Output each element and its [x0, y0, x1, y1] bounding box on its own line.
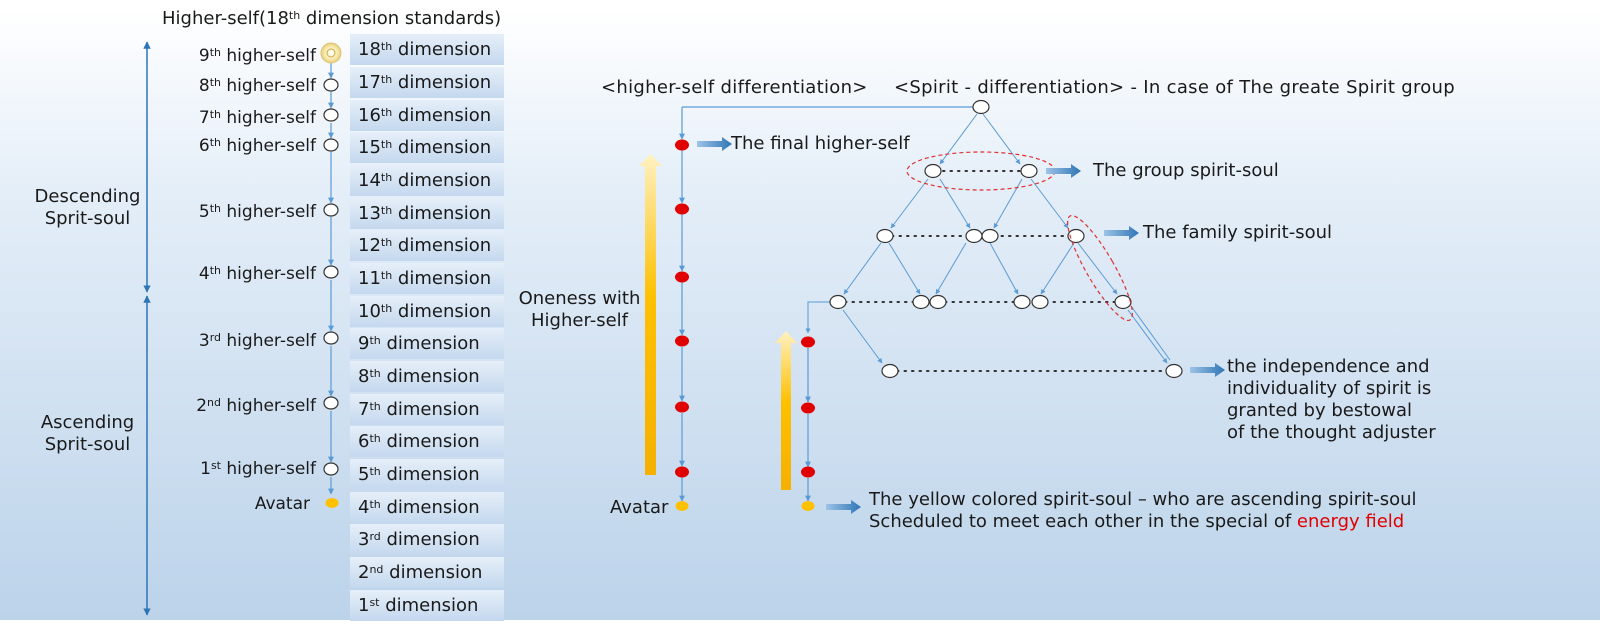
avatar-node-right — [801, 501, 815, 511]
dotted-connectors — [844, 170, 1169, 372]
higher-self-node — [323, 331, 339, 345]
red-node — [675, 203, 689, 215]
family-arrow-icon — [1104, 226, 1139, 240]
family-node — [981, 228, 999, 244]
oneness-arrow-icon — [639, 154, 662, 475]
final-higher-self-label: The final higher-self — [731, 133, 910, 154]
higher-self-node — [323, 108, 339, 122]
higher-self-node — [323, 78, 339, 92]
dimension-row: 7th dimension — [350, 394, 504, 425]
higher-self-node — [323, 396, 339, 410]
individual-node — [881, 363, 899, 379]
dimension-row: 17th dimension — [350, 67, 504, 98]
red-node — [675, 401, 689, 413]
higher-self-label-2: 2nd higher-self — [196, 396, 316, 416]
higher-self-label-6: 6th higher-self — [198, 136, 316, 156]
great-spirit-node — [972, 99, 990, 115]
red-node — [801, 336, 815, 348]
soul-node — [929, 294, 947, 310]
dimension-row: 4th dimension — [350, 492, 504, 523]
soul-node — [1031, 294, 1049, 310]
group-spirit-soul-label: The group spirit-soul — [1093, 160, 1279, 181]
dimension-row: 15th dimension — [350, 132, 504, 163]
dimension-row: 3rd dimension — [350, 524, 504, 555]
spirit-differentiation-title: <Spirit - differentiation> - In case of … — [894, 77, 1455, 98]
sun-node-icon — [320, 42, 342, 64]
dimension-row: 11th dimension — [350, 263, 504, 294]
higher-self-node — [323, 203, 339, 217]
soul-node — [829, 294, 847, 310]
higher-self-node — [323, 138, 339, 152]
group-node — [1020, 163, 1038, 179]
higher-self-label-3: 3rd higher-self — [198, 331, 316, 351]
red-node — [675, 335, 689, 347]
dimension-row: 12th dimension — [350, 230, 504, 261]
yellow-spirit-soul-text: The yellow colored spirit-soul – who are… — [869, 489, 1417, 532]
higher-self-label-9: 9th higher-self — [198, 46, 316, 66]
avatar-label-left: Avatar — [254, 494, 310, 514]
higher-self-node — [323, 265, 339, 279]
group-arrow-icon — [1046, 164, 1081, 178]
yellow-soul-arrow-icon — [826, 500, 861, 514]
soul-node — [912, 294, 930, 310]
avatar-node-middle — [675, 501, 689, 511]
red-node — [675, 139, 689, 151]
avatar-node-left — [325, 498, 339, 508]
dimension-row: 14th dimension — [350, 165, 504, 196]
dimension-row: 2nd dimension — [350, 557, 504, 588]
dimension-row: 1st dimension — [350, 590, 504, 621]
higher-self-differentiation-title: <higher-self differentiation> — [601, 77, 868, 98]
soul-node — [1013, 294, 1031, 310]
red-node — [801, 402, 815, 414]
family-node — [965, 228, 983, 244]
dimension-row: 5th dimension — [350, 459, 504, 490]
higher-self-label-8: 8th higher-self — [198, 76, 316, 96]
small-ascending-arrow-icon — [775, 331, 797, 490]
higher-self-label-7: 7th higher-self — [198, 108, 316, 128]
higher-self-label-1: 1st higher-self — [200, 459, 316, 479]
dimension-row: 6th dimension — [350, 426, 504, 457]
family-highlight-ellipse — [1067, 214, 1133, 322]
higher-self-label-4: 4th higher-self — [198, 264, 316, 284]
soul-node — [1114, 294, 1132, 310]
dimension-row: 10th dimension — [350, 296, 504, 327]
diagram-title: Higher-self(18th dimension standards) — [162, 8, 502, 29]
energy-field-text: energy field — [1296, 511, 1405, 532]
independence-arrow-icon — [1190, 363, 1225, 377]
dimension-row: 13th dimension — [350, 198, 504, 229]
sun-core-icon — [326, 48, 336, 58]
dimension-row: 16th dimension — [350, 100, 504, 131]
family-spirit-soul-label: The family spirit-soul — [1143, 222, 1333, 243]
dimension-row: 8th dimension — [350, 361, 504, 392]
background-gradient — [0, 8, 1600, 620]
red-node — [801, 466, 815, 478]
family-node — [876, 228, 894, 244]
family-node — [1067, 228, 1085, 244]
final-higher-self-arrow-icon — [697, 137, 732, 151]
dimension-row: 18th dimension — [350, 34, 504, 65]
red-node — [675, 271, 689, 283]
individual-node — [1165, 363, 1183, 379]
avatar-label-middle: Avatar — [610, 497, 669, 518]
dimension-row: 9th dimension — [350, 328, 504, 359]
group-node — [924, 163, 942, 179]
higher-self-node — [323, 462, 339, 476]
red-node — [675, 466, 689, 478]
higher-self-label-5: 5th higher-self — [198, 202, 316, 222]
